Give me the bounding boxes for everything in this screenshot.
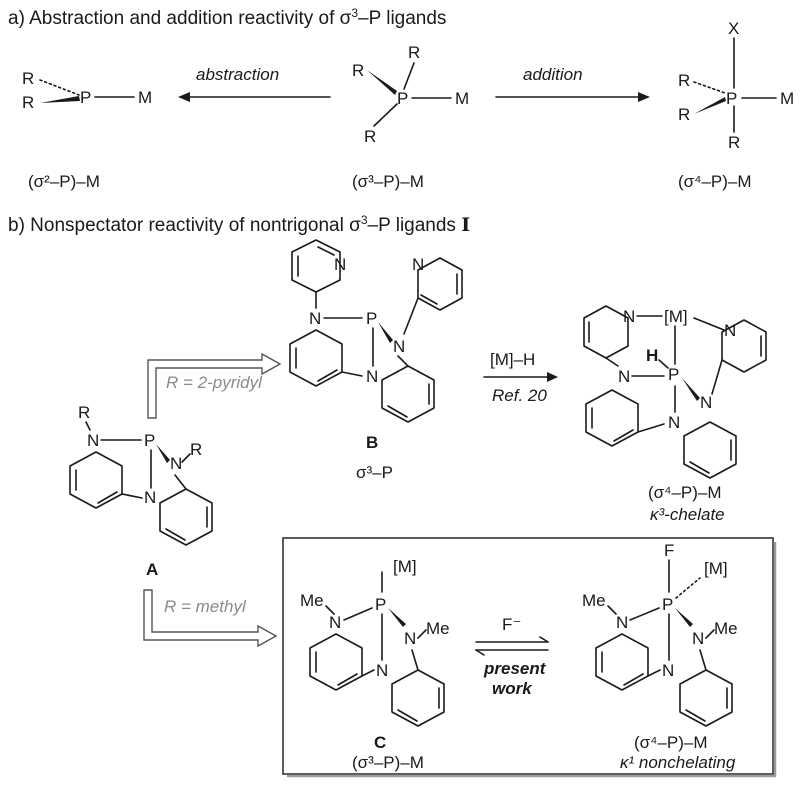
nonchelate-desc: κ¹ nonchelating <box>620 753 736 772</box>
route-methyl-label: R = methyl <box>164 597 247 616</box>
svg-text:M: M <box>138 88 152 107</box>
svg-text:N: N <box>724 321 736 340</box>
svg-text:N: N <box>87 431 99 450</box>
present-label: present <box>483 659 547 678</box>
reagent-MH: [M]–H <box>490 350 535 369</box>
compound-A-structure: R N P N R N <box>69 403 213 546</box>
part-b-title: b) Nonspectator reactivity of nontrigona… <box>8 213 470 236</box>
work-label: work <box>492 679 533 698</box>
nonchelating-structure: F [M] Me N P N Me N <box>582 541 738 727</box>
svg-text:[M]: [M] <box>664 307 688 326</box>
svg-text:H: H <box>646 346 658 365</box>
svg-text:[M]: [M] <box>393 557 417 576</box>
compound-B-structure: N N P N N N <box>289 239 463 423</box>
sigma4-label: (σ⁴–P)–M <box>678 172 752 191</box>
route-methyl-arrow <box>143 589 278 648</box>
svg-text:P: P <box>397 89 408 108</box>
svg-text:N: N <box>393 337 405 356</box>
svg-text:R: R <box>364 127 376 146</box>
svg-text:F: F <box>664 541 674 560</box>
svg-text:M: M <box>780 89 794 108</box>
svg-text:P: P <box>726 89 737 108</box>
svg-text:R: R <box>408 43 420 62</box>
sigma4-structure: X R R P M R <box>678 19 794 152</box>
svg-text:R: R <box>728 133 740 152</box>
part-a-title: a) Abstraction and addition reactivity o… <box>8 6 446 29</box>
route-pyridyl-label: R = 2-pyridyl <box>166 373 263 392</box>
svg-text:[M]: [M] <box>704 559 728 578</box>
svg-text:N: N <box>623 307 635 326</box>
svg-text:N: N <box>334 255 346 274</box>
nonchelate-label: (σ⁴–P)–M <box>634 733 708 752</box>
chelate-label: (σ⁴–P)–M <box>648 483 722 502</box>
compound-C-label: C <box>374 733 386 752</box>
chelate-desc: κ³-chelate <box>650 505 725 524</box>
svg-text:Me: Me <box>300 591 324 610</box>
abstraction-label: abstraction <box>196 65 279 84</box>
svg-text:R: R <box>22 69 34 88</box>
svg-text:N: N <box>404 629 416 648</box>
svg-text:Me: Me <box>582 591 606 610</box>
svg-text:M: M <box>455 89 469 108</box>
svg-text:N: N <box>376 661 388 680</box>
svg-text:N: N <box>412 255 424 274</box>
compound-A-label: A <box>146 560 158 579</box>
svg-text:Me: Me <box>426 619 450 638</box>
svg-text:N: N <box>309 309 321 328</box>
present-work-box <box>282 537 774 775</box>
compound-B-label: B <box>366 433 378 452</box>
svg-text:N: N <box>662 661 674 680</box>
route-pyridyl-arrow <box>147 352 282 419</box>
compound-B-desc: σ³–P <box>356 463 393 482</box>
svg-text:R: R <box>190 440 202 459</box>
svg-text:R: R <box>78 403 90 422</box>
svg-text:R: R <box>22 93 34 112</box>
chelate-structure: N [M] H P N N N N <box>583 305 767 479</box>
sigma2-structure: R R P M <box>22 69 152 112</box>
svg-text:N: N <box>144 488 156 507</box>
addition-label: addition <box>523 65 583 84</box>
svg-text:N: N <box>618 367 630 386</box>
sigma3-structure: R R P M R <box>352 43 469 146</box>
svg-text:N: N <box>329 613 341 632</box>
svg-text:P: P <box>668 365 679 384</box>
svg-text:R: R <box>352 61 364 80</box>
svg-text:P: P <box>144 431 155 450</box>
svg-text:N: N <box>366 367 378 386</box>
reagent-F: F⁻ <box>502 615 521 634</box>
svg-text:Me: Me <box>714 619 738 638</box>
svg-text:R: R <box>678 105 690 124</box>
sigma3-label: (σ³–P)–M <box>352 172 424 191</box>
svg-text:N: N <box>668 413 680 432</box>
svg-text:N: N <box>692 629 704 648</box>
svg-text:N: N <box>700 393 712 412</box>
svg-text:P: P <box>80 88 91 107</box>
svg-text:P: P <box>662 595 673 614</box>
compound-C-desc: (σ³–P)–M <box>352 753 424 772</box>
compound-C-structure: [M] Me N P N Me N <box>300 557 450 727</box>
svg-text:N: N <box>170 454 182 473</box>
svg-text:P: P <box>375 595 386 614</box>
ref-label: Ref. 20 <box>492 386 547 405</box>
svg-text:N: N <box>616 613 628 632</box>
svg-text:X: X <box>728 19 739 38</box>
sigma2-label: (σ²–P)–M <box>28 172 100 191</box>
svg-text:P: P <box>366 309 377 328</box>
svg-text:R: R <box>678 71 690 90</box>
